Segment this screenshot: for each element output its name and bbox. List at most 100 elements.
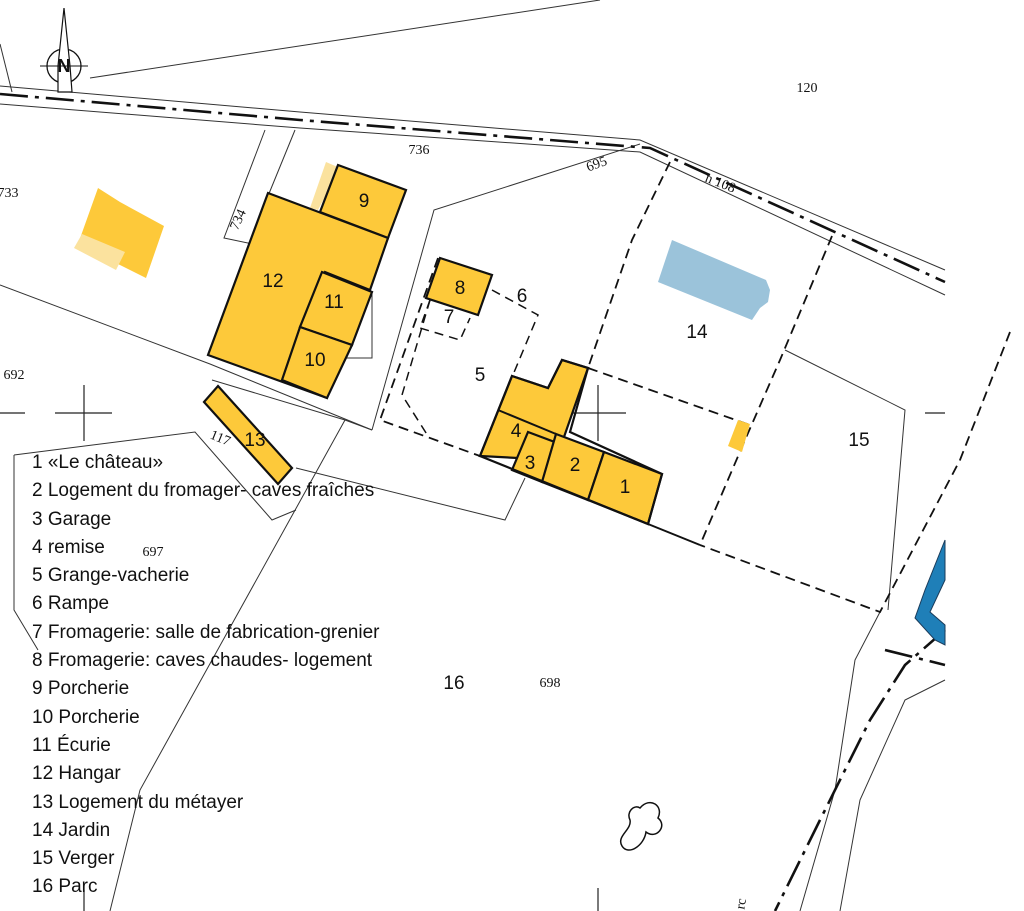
building-number-1: 1: [620, 477, 631, 498]
survey-crosses: [0, 385, 945, 911]
road-north: [0, 92, 946, 284]
legend-item: 5 Grange-vacherie: [32, 562, 379, 590]
building-number-9: 9: [359, 191, 370, 212]
building-10: [280, 325, 354, 400]
zone-boundaries: [284, 161, 1011, 614]
parcel-line-road-bot: [0, 103, 946, 296]
parcel-line-117: [13, 431, 297, 521]
legend-label: «Le château»: [42, 452, 164, 473]
cadastral-695: 695: [584, 154, 609, 175]
legend-item: 11 Écurie: [32, 732, 379, 760]
legend-number: 4: [32, 536, 43, 558]
legend-label: Porcherie: [53, 706, 140, 728]
road-east-branch: [884, 648, 946, 667]
legend-number: 5: [32, 565, 43, 587]
legend-number: 3: [32, 508, 43, 530]
zone-number-14: 14: [686, 322, 708, 343]
zone-15-boundary: [699, 331, 1011, 614]
legend-label: Hangar: [53, 763, 121, 785]
legend-item: 2 Logement du fromager- caves fraîches: [32, 477, 379, 505]
legend-item: 16 Parc: [32, 873, 379, 901]
cadastral-697: 697: [143, 545, 164, 560]
legend-item: 1 «Le château»: [32, 449, 379, 477]
cadastral-733: 733: [0, 186, 19, 201]
parcel-line-road-edge2: [839, 679, 946, 911]
parcel-line-south-lot: [295, 467, 526, 521]
legend-label: Jardin: [53, 819, 111, 841]
zone-6-boundary: [491, 289, 539, 383]
legend-item: 3 Garage: [32, 506, 379, 534]
cadastral-parc: rc: [733, 897, 750, 910]
parcel-line-west-edge: [13, 455, 39, 651]
building-number-11: 11: [324, 292, 344, 313]
building-13: [202, 384, 294, 486]
parcel-line-road-edge: [799, 611, 881, 911]
parcel-line-road-top: [0, 85, 946, 271]
legend-item: 14 Jardin: [32, 817, 379, 845]
zone-number-15: 15: [848, 430, 869, 451]
pool: [658, 240, 770, 320]
legend-number: 11: [32, 734, 52, 756]
legend-number: 9: [32, 678, 43, 700]
legend-item: 13 Logement du métayer: [32, 789, 379, 817]
road-south-east: [773, 629, 946, 911]
legend-label: Écurie: [51, 734, 111, 756]
cadastral-numbers: 120 736 733 734 695 n 108 692 117 697 69…: [0, 81, 818, 910]
legend-number: 14: [32, 819, 54, 841]
legend-number: 6: [32, 593, 43, 615]
legend-number: 15: [32, 848, 54, 870]
zone-7-outer: [401, 299, 431, 437]
water-channel: [914, 539, 946, 646]
legend-number: 8: [32, 650, 43, 672]
legend-label: Porcherie: [42, 678, 130, 700]
legend-label: Grange-vacherie: [42, 565, 190, 587]
legend-label: Logement du métayer: [53, 791, 244, 813]
annex-light: [310, 162, 340, 210]
legend-item: 15 Verger: [32, 845, 379, 873]
legend-label: Parc: [53, 876, 98, 898]
building-number-13: 13: [244, 430, 265, 451]
cadastral-692: 692: [4, 368, 25, 383]
building-number-2: 2: [570, 455, 581, 476]
building-number-8: 8: [455, 278, 466, 299]
legend-number: 12: [32, 763, 54, 785]
cadastral-734: 734: [228, 207, 250, 232]
legend-label: remise: [42, 536, 105, 558]
legend-label: Rampe: [42, 593, 110, 615]
parcel-line-verger: [784, 349, 906, 611]
legend-item: 7 Fromagerie: salle de fabrication-greni…: [32, 619, 379, 647]
building-number-3: 3: [525, 453, 536, 474]
legend-label: Fromagerie: caves chaudes- logement: [42, 650, 373, 672]
legend-number: 7: [32, 621, 43, 643]
building-number-12: 12: [262, 271, 283, 292]
parcel-line-long-diag: [109, 419, 346, 911]
island-outline: [619, 801, 663, 851]
building-number-4: 4: [511, 421, 522, 442]
legend-label: Fromagerie: salle de fabrication-grenier: [42, 621, 380, 643]
legend-number: 13: [32, 791, 54, 813]
building-8: [424, 256, 494, 317]
zone-number-5: 5: [475, 365, 486, 386]
parcel-line-734b: [267, 129, 296, 197]
garden-shed: [728, 420, 750, 452]
legend-number: 10: [32, 706, 54, 728]
cadastral-120: 120: [797, 81, 818, 96]
zone-number-6: 6: [517, 286, 528, 307]
north-arrow-icon: N: [40, 7, 88, 93]
legend-label: Garage: [42, 508, 112, 530]
chateau-front-wall: [647, 523, 701, 546]
parcel-line-diag: [0, 284, 373, 431]
zone-14-boundary: [587, 161, 671, 369]
legend-label: Verger: [53, 848, 115, 870]
zone-numbers: 5 6 7 14 15 16: [443, 286, 869, 694]
chateau-outline: [478, 358, 664, 526]
building-numbers: 1 2 3 4 8 9 10 11 12 13: [244, 191, 630, 498]
parcel-line-north: [89, 0, 601, 79]
zone-number-16: 16: [443, 673, 464, 694]
cadastral-736: 736: [409, 143, 430, 158]
cadastral-117: 117: [208, 428, 233, 450]
building-number-10: 10: [304, 350, 325, 371]
roads: [0, 92, 946, 911]
